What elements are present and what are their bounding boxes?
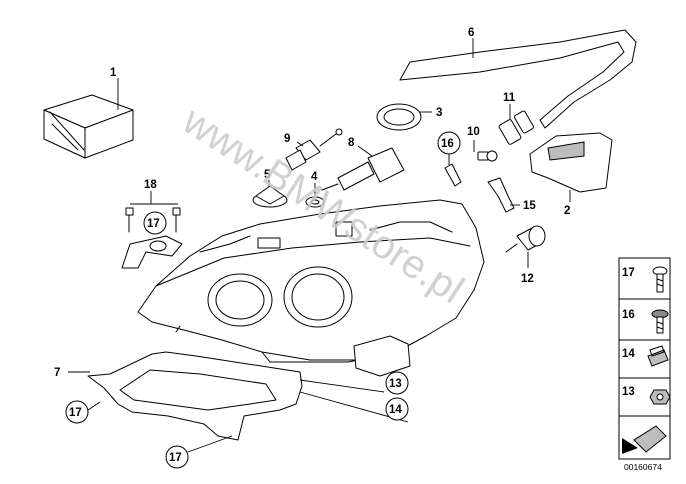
callout-14: 14	[389, 404, 402, 416]
part-3-ring	[376, 103, 432, 131]
legend-label-16: 16	[622, 309, 635, 321]
diagram-id: 00160674	[624, 462, 662, 472]
part-2-cover-cap	[529, 132, 613, 202]
callout-6: 6	[468, 27, 474, 39]
legend-arrow-icon	[622, 420, 668, 456]
part-18-bracket-screws	[121, 191, 183, 269]
part-8-xenon-bulb	[321, 145, 405, 191]
part-5-adjuster	[252, 180, 288, 208]
callout-1: 1	[110, 67, 117, 79]
callout-7: 7	[54, 367, 60, 379]
callout-3: 3	[436, 107, 442, 119]
callout-2: 2	[564, 205, 570, 217]
callout-13: 13	[389, 378, 402, 390]
part-9-bulb	[285, 128, 343, 171]
part-12-motor	[505, 225, 546, 268]
legend-label-14: 14	[622, 348, 635, 360]
callout-9: 9	[284, 133, 290, 145]
part-15-clip	[487, 177, 520, 213]
legend-clip-nut-14-icon	[647, 345, 669, 367]
callout-10: 10	[467, 126, 480, 138]
part-6-trim-strip	[399, 29, 637, 129]
callout-18: 18	[144, 179, 157, 191]
part-10-small-bulb	[473, 140, 498, 162]
legend-screw-16-icon	[651, 309, 669, 334]
part-16-clip	[437, 131, 462, 187]
callout-8: 8	[348, 137, 355, 149]
fastener-legend	[618, 257, 671, 460]
callout-4: 4	[311, 171, 318, 183]
headlight-housing	[137, 199, 485, 377]
callout-5: 5	[264, 169, 271, 181]
legend-nut-13-icon	[649, 389, 671, 405]
callout-15: 15	[523, 200, 536, 212]
legend-screw-17-icon	[652, 266, 668, 293]
part-11-bulb-socket	[498, 104, 534, 145]
callout-17-bracket-left: 17	[69, 407, 82, 419]
legend-label-13: 13	[622, 386, 635, 398]
part-4-nut	[305, 183, 325, 208]
callout-11: 11	[503, 92, 516, 104]
legend-label-17: 17	[622, 267, 635, 279]
callout-17-bracket-bottom: 17	[169, 452, 182, 464]
callout-16: 16	[441, 138, 454, 150]
callout-12: 12	[521, 273, 534, 285]
part-1-box	[43, 78, 134, 159]
callout-17-screws: 17	[147, 218, 160, 230]
